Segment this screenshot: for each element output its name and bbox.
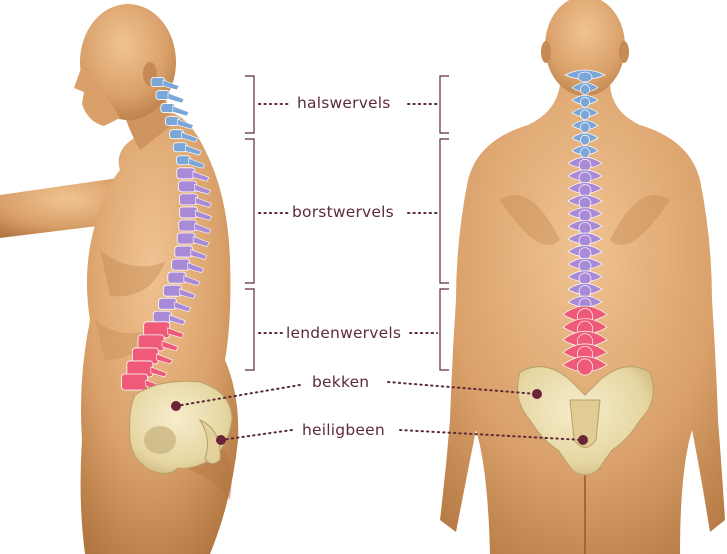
bracket-lumbar-right [440, 289, 449, 370]
left-pelvis [130, 381, 232, 473]
label-thoracic: borstwervels [292, 205, 394, 221]
label-lumbar: lendenwervels [286, 326, 401, 342]
back-view-figure [440, 0, 725, 554]
dot-sacrum-left [216, 435, 226, 445]
bracket-thoracic-left [245, 139, 254, 283]
dot-pelvis-right [532, 389, 542, 399]
bracket-cervical-right [440, 76, 449, 133]
label-cervical: halswervels [297, 96, 391, 112]
label-sacrum: heiligbeen [302, 423, 385, 439]
dot-pelvis-left [171, 401, 181, 411]
label-pelvis: bekken [312, 375, 369, 391]
bracket-thoracic-right [440, 139, 449, 283]
bracket-cervical-left [245, 76, 254, 133]
right-figure-ear-right [619, 41, 629, 63]
dot-sacrum-right [578, 435, 588, 445]
right-figure-ear-left [541, 41, 551, 63]
bracket-lumbar-left [245, 289, 254, 370]
side-view-figure [0, 4, 238, 554]
